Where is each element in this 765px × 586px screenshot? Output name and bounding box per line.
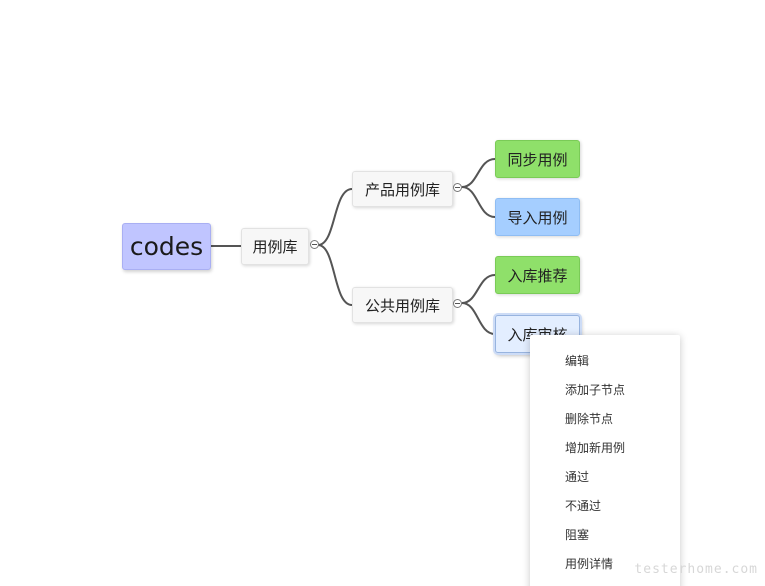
menu-item-case-details[interactable]: 用例详情: [565, 557, 614, 571]
node-public-library-label: 公共用例库: [364, 296, 440, 315]
menu-item-add-child[interactable]: 添加子节点: [565, 383, 626, 397]
menu-item-pass[interactable]: 通过: [565, 470, 590, 484]
collapse-toggle-icon[interactable]: [310, 240, 319, 249]
node-case-library[interactable]: 用例库: [241, 228, 309, 265]
collapse-toggle-icon[interactable]: [453, 183, 462, 192]
node-sync-cases-label: 同步用例: [507, 150, 568, 169]
link-product-sync: [461, 158, 496, 188]
context-menu: 编辑 添加子节点 删除节点 增加新用例 通过 不通过 阻塞 用例详情: [530, 335, 680, 586]
node-storage-recommend-label: 入库推荐: [507, 266, 568, 285]
link-level1-product: [317, 188, 353, 246]
node-public-library[interactable]: 公共用例库: [352, 287, 453, 323]
link-public-review: [461, 302, 496, 335]
node-sync-cases[interactable]: 同步用例: [495, 140, 580, 178]
link-public-recommend: [461, 274, 496, 304]
root-node-label: codes: [129, 232, 204, 261]
root-node[interactable]: codes: [122, 223, 211, 270]
node-case-library-label: 用例库: [252, 238, 298, 256]
node-product-library-label: 产品用例库: [364, 180, 440, 199]
menu-item-add-case[interactable]: 增加新用例: [565, 441, 626, 455]
menu-item-edit[interactable]: 编辑: [565, 354, 590, 368]
link-product-import: [461, 186, 496, 218]
menu-item-delete-node[interactable]: 删除节点: [565, 412, 614, 426]
node-import-cases[interactable]: 导入用例: [495, 198, 580, 236]
menu-item-fail[interactable]: 不通过: [565, 499, 602, 513]
node-import-cases-label: 导入用例: [507, 208, 568, 227]
node-storage-recommend[interactable]: 入库推荐: [495, 256, 580, 294]
collapse-toggle-icon[interactable]: [453, 299, 462, 308]
node-product-library[interactable]: 产品用例库: [352, 171, 453, 207]
link-level1-public: [317, 244, 353, 306]
menu-item-blocked[interactable]: 阻塞: [565, 528, 590, 542]
watermark: testerhome.com: [634, 562, 758, 577]
